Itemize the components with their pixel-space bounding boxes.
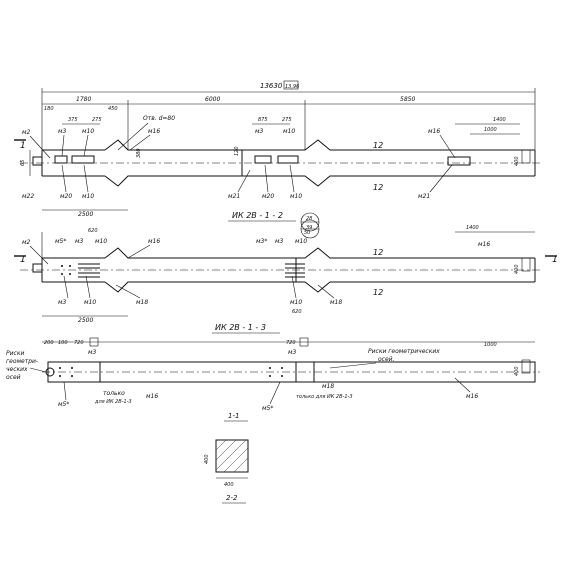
mark-m18b: м18 bbox=[330, 299, 342, 306]
dim-180: 180 bbox=[44, 106, 54, 112]
dim-total: 13630 bbox=[260, 82, 283, 90]
dim-400-sec-v: 400 bbox=[204, 454, 210, 464]
mark-m5a: м5* bbox=[55, 238, 66, 245]
section-label-1-left-2: 1 bbox=[20, 255, 26, 265]
mark-m16-2: м16 bbox=[148, 238, 160, 245]
mark-m18: м18 bbox=[136, 299, 148, 306]
dim-5850: 5850 bbox=[400, 96, 415, 103]
dim-2500b: 2500 bbox=[78, 317, 93, 324]
section-label-1-right: 1 bbox=[552, 255, 558, 265]
title-ik2v-1-2: ИК 2В - 1 - 2 bbox=[232, 211, 283, 220]
dim-400-2: 400 bbox=[514, 264, 520, 274]
rig-a4: осей bbox=[6, 374, 21, 381]
section-12-bot-2: 12 bbox=[373, 288, 383, 297]
mark-m3b: м3 bbox=[255, 128, 264, 135]
dim-1000: 1000 bbox=[484, 127, 497, 133]
dim-120: 120 bbox=[234, 146, 240, 156]
dim-6000: 6000 bbox=[205, 96, 220, 103]
section-12-top-2: 12 bbox=[373, 248, 383, 257]
dim-50: 50 bbox=[304, 230, 310, 236]
mark-m5b-2: м5* bbox=[262, 405, 273, 412]
dim-400: 400 bbox=[514, 156, 520, 166]
mark-m16-2b: м16 bbox=[478, 241, 490, 248]
dim-400-sec: 400 bbox=[224, 482, 234, 488]
note-only-b: для ИК 2В-1-3 bbox=[94, 399, 132, 405]
beam-side-view: 200 100 720 720 1000 м3 м3 Риски геометр… bbox=[6, 337, 540, 412]
mark-m2-2: м2 bbox=[22, 239, 31, 246]
mark-m16-3: м16 bbox=[146, 393, 158, 400]
section-views: 1-1 400 400 2-2 bbox=[204, 412, 249, 504]
note-only-a: только bbox=[103, 390, 125, 397]
mark-m10: м10 bbox=[82, 128, 94, 135]
mark-m21b: м21 bbox=[418, 193, 430, 200]
dim-100: 100 bbox=[58, 340, 68, 346]
beam-ik2v-1-2: 13630 13,96 1780 6000 5850 180 450 375 2… bbox=[14, 80, 540, 232]
beam-ik2v-1-3: м2 м5* м3 м10 м16 м3* м3 м10 м16 м3 м10 … bbox=[14, 219, 558, 334]
mark-m3a-2: м3* bbox=[256, 238, 267, 245]
mark-m10b: м10 bbox=[283, 128, 295, 135]
dim-620: 620 bbox=[88, 228, 98, 234]
mark-m3-2b: м3 bbox=[275, 238, 284, 245]
mark-m20b: м20 bbox=[262, 193, 274, 200]
mark-m16-3b: м16 bbox=[466, 393, 478, 400]
note-hole: Отв. d=80 bbox=[143, 115, 175, 122]
mark-m3-3b: м3 bbox=[288, 349, 297, 356]
mark-m10-2d: м10 bbox=[290, 299, 302, 306]
mark-m18-3: м18 bbox=[322, 383, 334, 390]
section-label-1-left: 1 bbox=[20, 141, 26, 151]
mark-m16b: м16 bbox=[428, 128, 440, 135]
dim-2500: 2500 bbox=[78, 211, 93, 218]
mark-m10-2: м10 bbox=[95, 238, 107, 245]
dim-1000b: 1000 bbox=[484, 342, 497, 348]
mark-m3-3: м3 bbox=[88, 349, 97, 356]
section-1-1-label: 1-1 bbox=[228, 412, 239, 420]
rig-a2: геометри- bbox=[6, 358, 38, 365]
mark-m10-2c: м10 bbox=[84, 299, 96, 306]
dim-total-tag: 13,96 bbox=[285, 84, 299, 90]
section-2-2-label: 2-2 bbox=[226, 494, 238, 502]
mark-m21: м21 bbox=[228, 193, 240, 200]
rig-a1: Риски bbox=[6, 350, 24, 357]
dim-620b: 620 bbox=[292, 309, 302, 315]
dim-720b: 720 bbox=[286, 340, 296, 346]
dim-1780: 1780 bbox=[76, 96, 91, 103]
rig-b2: осей. bbox=[378, 356, 395, 363]
dim-65: 65 bbox=[20, 160, 26, 166]
dim-400-3: 400 bbox=[514, 366, 520, 376]
dim-875: 875 bbox=[258, 117, 268, 123]
dim-375: 375 bbox=[68, 117, 78, 123]
note-only-c: только для ИК 2В-1-3 bbox=[296, 394, 353, 400]
dim-380: 380 bbox=[136, 148, 142, 158]
dim-1400: 1400 bbox=[493, 117, 506, 123]
dim-1400b: 1400 bbox=[466, 225, 479, 231]
mark-m2: м2 bbox=[22, 129, 31, 136]
mark-m10c: м10 bbox=[82, 193, 94, 200]
rig-a3: ческих bbox=[6, 366, 28, 373]
mark-m22: м22 bbox=[22, 193, 34, 200]
ref-bottom: 39 bbox=[306, 225, 312, 231]
mark-m10-2b: м10 bbox=[295, 238, 307, 245]
mark-m3: м3 bbox=[58, 128, 67, 135]
dim-720: 720 bbox=[74, 340, 84, 346]
mark-m3-2: м3 bbox=[75, 238, 84, 245]
dim-200: 200 bbox=[44, 340, 54, 346]
section-12-bot: 12 bbox=[373, 183, 383, 192]
dim-275b: 275 bbox=[282, 117, 292, 123]
mark-m20: м20 bbox=[60, 193, 72, 200]
dim-275: 275 bbox=[92, 117, 102, 123]
title-ik2v-1-3: ИК 2В - 1 - 3 bbox=[215, 323, 266, 332]
dim-450: 450 bbox=[108, 106, 118, 112]
mark-m16: м16 bbox=[148, 128, 160, 135]
mark-m5b: м5* bbox=[58, 401, 69, 408]
rig-b1: Риски геометрических bbox=[368, 348, 440, 355]
ref-top: 28 bbox=[306, 216, 312, 222]
mark-m10d: м10 bbox=[290, 193, 302, 200]
section-12-top: 12 bbox=[373, 141, 383, 150]
mark-m3-2c: м3 bbox=[58, 299, 67, 306]
